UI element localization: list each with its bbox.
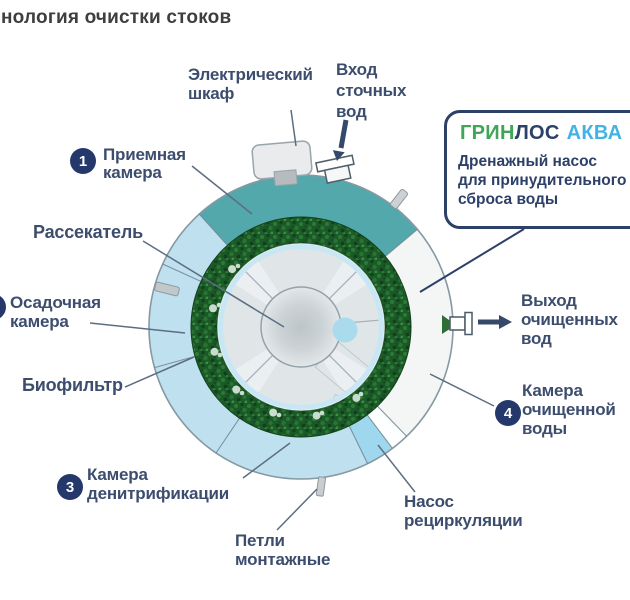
recirculation-pump-segment [349,414,393,464]
step-badge-3: 3 [57,474,83,500]
outlet-arrow-icon [478,315,512,329]
label-line: вод [336,102,367,121]
pointer-biofilter [124,356,195,388]
outlet-fitting [442,311,473,336]
label-line: камера [103,163,162,182]
diffuser-circle [260,286,342,368]
aeration-dots [209,263,364,420]
label-line: рециркуляции [404,511,523,530]
label-biofilter: Биофильтр [22,376,123,395]
label-clean-water-chamber: Камера очищенной воды [522,381,616,438]
biofilter-inner-edge [216,242,386,412]
label-line: Выход [521,291,577,310]
callout-pointer [419,228,525,293]
step-badge-2: 2 [0,294,6,320]
label-line: монтажные [235,550,331,569]
label-line: шкаф [188,84,235,103]
label-electrical-cabinet: Электрический шкаф [188,65,313,103]
pointer-diffuser [142,240,285,328]
label-receiving-chamber: Приемная камера [103,146,186,182]
label-sedimentation-chamber: Осадочная камера [10,293,101,331]
pointer-lines [89,109,495,531]
brand-description: Дренажный насос для принудительного сбро… [458,152,627,209]
label-line: сброса воды [458,191,559,208]
pump-slot-segment [367,406,407,449]
pointer-receiving [191,165,253,215]
label-line: очищенных [521,310,618,329]
sedimentation-denitrification-segment [149,214,368,479]
step-badge-4: 4 [495,400,521,426]
label-line: денитрификации [87,484,229,503]
mounting-loop [315,476,327,497]
pointer-cabinet [290,109,297,147]
label-line: Петли [235,531,285,550]
label-line: сточных [336,81,407,100]
label-mounting-loops: Петли монтажные [235,531,330,569]
page-title: нология очистки стоков [1,7,232,28]
label-inlet: Вход сточных вод [336,59,406,122]
label-denitrification-chamber: Камера денитрификации [87,465,229,503]
brand-word-green: ГРИН [460,122,515,144]
label-line: вод [521,329,552,348]
label-line: Камера [522,381,583,400]
label-line: Осадочная [10,293,101,312]
label-line: камера [10,312,69,331]
brand-word-aqua: АКВА [566,122,623,144]
label-recirculation-pump: Насос рециркуляции [404,492,523,530]
label-line: Камера [87,465,148,484]
label-line: Рассекатель [33,222,143,242]
clean-water-segment [377,229,453,437]
brand-title: ГРИНЛОС АКВА [460,122,622,145]
recirculation-port [332,317,358,343]
label-line: Насос [404,492,454,511]
vent-fitting [389,188,409,210]
pointer-pump [377,444,416,493]
brand-word-navy: ЛОС [514,122,560,144]
pointer-mounting [276,488,318,531]
chamber-dividers [154,213,418,464]
electrical-cabinet-shape [251,140,313,187]
label-line: Биофильтр [22,375,123,395]
biofilter-ring [191,217,411,437]
inlet-arrow-icon [332,119,349,161]
biofilter-outer-edge [190,216,412,438]
pointer-denitrification [242,442,291,479]
label-outlet: Выход очищенных вод [521,291,618,348]
inlet-fitting [315,154,355,184]
pointer-cleanwater [429,373,495,407]
pointer-sedimentation [89,322,186,334]
step-badge-1: 1 [70,148,96,174]
label-diffuser: Рассекатель [33,223,143,242]
label-line: Вход [336,60,378,79]
label-line: очищенной [522,400,616,419]
label-line: Дренажный насос [458,153,598,170]
brand-callout: ГРИНЛОС АКВА Дренажный насос для принудит… [444,110,630,229]
label-line: воды [522,419,567,438]
side-pipe-fitting [154,281,180,297]
label-line: для принудительного [458,172,627,189]
label-line: Электрический [188,65,313,84]
label-line: Приемная [103,145,186,164]
